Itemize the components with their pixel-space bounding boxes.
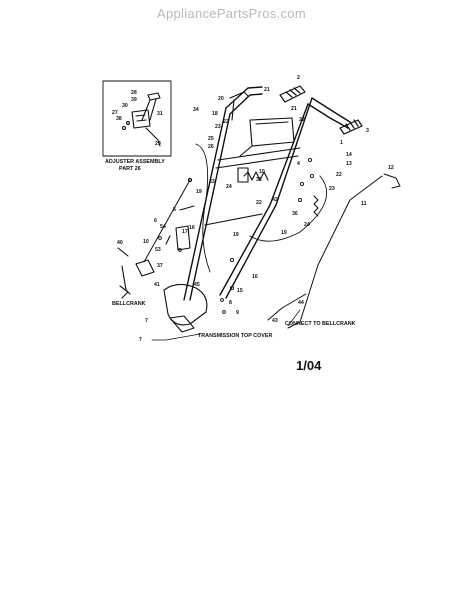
callout: 23 (329, 186, 335, 192)
right-spring (313, 195, 319, 217)
callout: 6 (154, 218, 157, 224)
callout: 36 (292, 211, 298, 217)
callout: 5 (173, 207, 176, 213)
adjuster-assembly-drawing (121, 92, 161, 147)
callout: 4 (297, 161, 300, 167)
callout: 22 (256, 200, 262, 206)
inset-label: 29 (155, 141, 161, 147)
callout: 42 (272, 197, 278, 203)
inset-label: 28 (131, 90, 137, 96)
callout: 11 (361, 201, 367, 207)
callout: 19 (281, 230, 287, 236)
callout: 7 (139, 337, 142, 343)
callout: 24 (304, 222, 310, 228)
callout: 9 (236, 310, 239, 316)
callout: 45 (194, 282, 200, 288)
callout: 8 (229, 300, 232, 306)
callout: 21 (291, 106, 297, 112)
callout: 44 (298, 300, 304, 306)
callout: 23 (215, 124, 221, 130)
callout-numbers: 2 21 3 20 34 18 22 23 21 22 14 1 13 4 22… (117, 75, 394, 343)
control-lever (229, 91, 249, 121)
inset-label: 30 (122, 103, 128, 109)
callout: 21 (264, 87, 270, 93)
callout: 10 (259, 169, 265, 175)
transmission-cover (163, 283, 208, 333)
callout: 17 (182, 229, 188, 235)
callout: 18 (212, 111, 218, 117)
date-code: 1/04 (296, 358, 322, 373)
callout: 2 (297, 75, 300, 81)
cross-brace (204, 147, 301, 226)
callout: 53 (155, 247, 161, 253)
callout: 54 (160, 224, 166, 230)
callout: 19 (196, 189, 202, 195)
bellcrank-caption: BELLCRANK (112, 301, 146, 307)
callout: 16 (252, 274, 258, 280)
callout: 37 (157, 263, 163, 269)
callout: 25 (208, 136, 214, 142)
callout: 7 (145, 318, 148, 324)
center-spring (237, 167, 269, 183)
fasteners (158, 157, 315, 314)
callout: 16 (189, 225, 195, 231)
callout: 40 (117, 240, 123, 246)
inset-label: 39 (131, 97, 137, 103)
callout: 22 (299, 117, 305, 123)
callout: 20 (218, 96, 224, 102)
callout: 3 (366, 128, 369, 134)
callout: 22 (336, 172, 342, 178)
control-panel (239, 117, 295, 157)
callout: 1 (340, 140, 343, 146)
left-grip (279, 85, 306, 103)
inset-label: 38 (116, 116, 122, 122)
bracket-37 (135, 259, 155, 277)
knob-12 (383, 173, 401, 189)
right-handle-tube (219, 97, 351, 299)
callout: 13 (346, 161, 352, 167)
inset-label: 27 (112, 110, 118, 116)
callout: 10 (143, 239, 149, 245)
callout: 32 (256, 177, 262, 183)
connect-caption: CONNECT TO BELLCRANK (285, 321, 356, 327)
callout: 12 (388, 165, 394, 171)
watermark: AppliancePartsPros.com (157, 6, 306, 21)
inset-title: ADJUSTER ASSEMBLY (105, 159, 165, 165)
callout: 43 (272, 318, 278, 324)
cable (195, 143, 211, 273)
inset-subtitle: PART 26 (119, 166, 141, 172)
right-grip (339, 119, 363, 135)
inset-label: 31 (157, 111, 163, 117)
inset-labels: 28 39 30 31 27 38 29 (112, 90, 163, 147)
callout: 34 (193, 107, 199, 113)
callout: 22 (223, 119, 229, 125)
callout: 26 (208, 144, 214, 150)
callout: 24 (226, 184, 232, 190)
control-rod (143, 179, 191, 263)
callout: 33 (209, 179, 215, 185)
rod-11 (287, 175, 383, 329)
callout: 15 (237, 288, 243, 294)
inset-frame (102, 80, 172, 157)
callout: 19 (233, 232, 239, 238)
bellcrank-part (117, 247, 131, 299)
transmission-caption: TRANSMISSION TOP COVER (198, 333, 272, 339)
callout: 41 (154, 282, 160, 288)
callout: 14 (346, 152, 352, 158)
linkage-bracket (165, 205, 195, 251)
